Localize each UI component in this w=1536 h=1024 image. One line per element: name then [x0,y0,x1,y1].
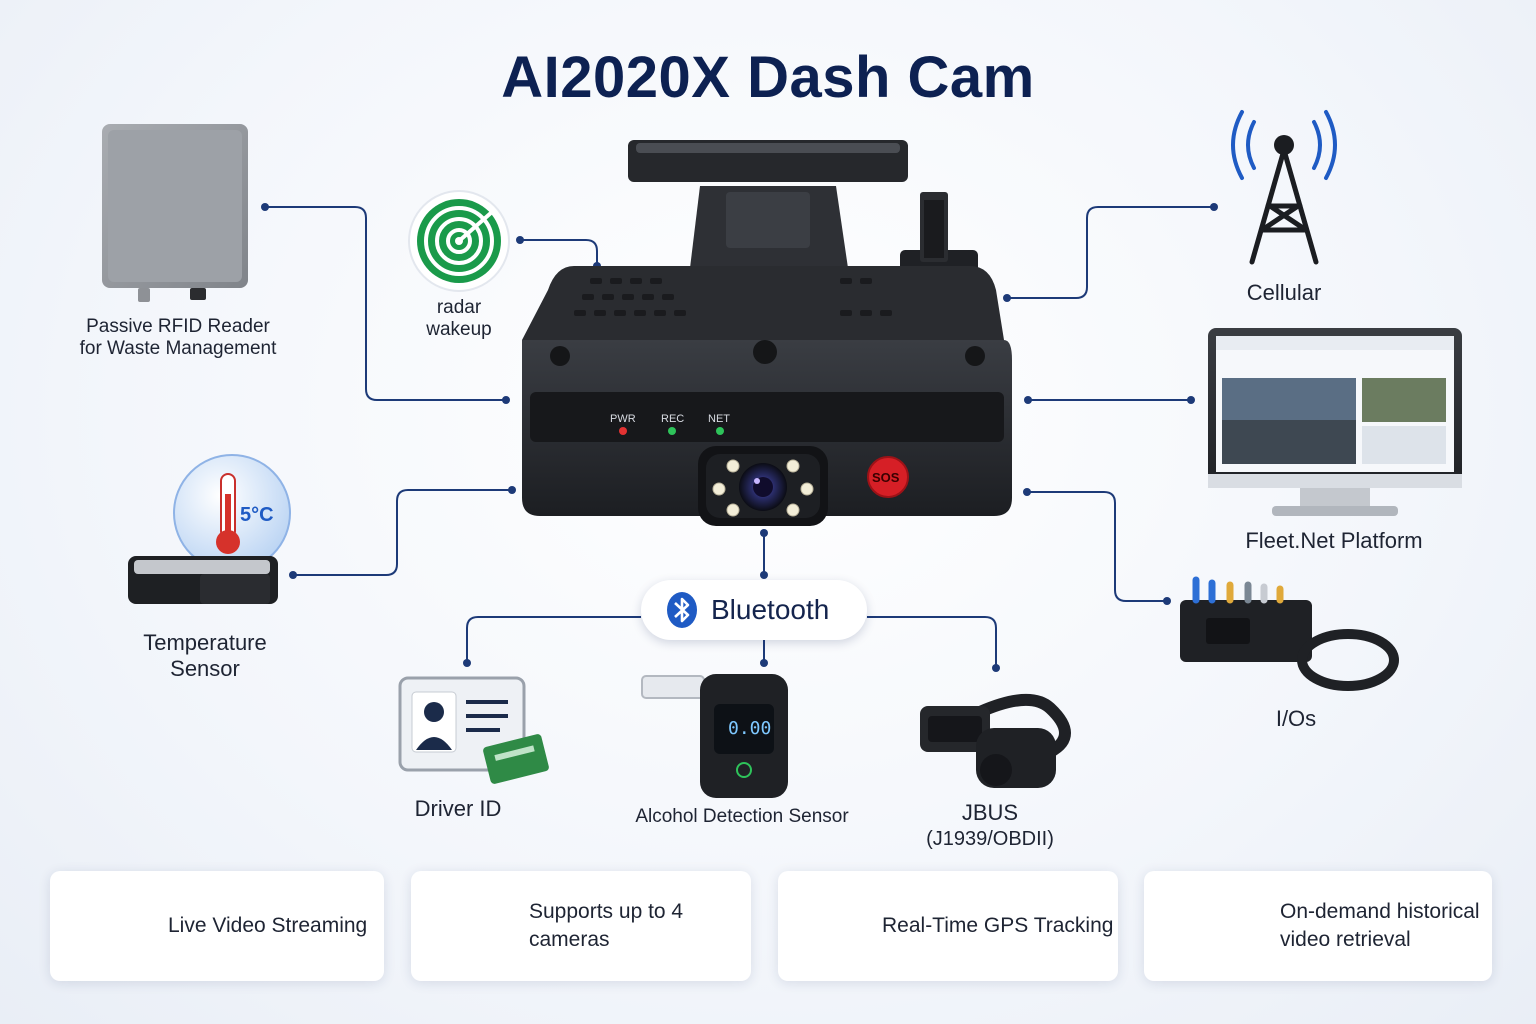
rfid-reader-icon [102,124,248,302]
jbus-label-line2: (J1939/OBDII) [926,828,1054,850]
radar-label-line2: wakeup [426,319,492,340]
rec-led [668,427,676,435]
bluetooth-hub: Bluetooth [641,580,867,640]
jbus-label: JBUS (J1939/OBDII) [900,800,1080,852]
connector-temperature [293,489,512,576]
feature-card-cameras: Supports up to 4 cameras [411,871,751,981]
connector-driver-id [466,616,641,663]
rfid-label-line1: Passive RFID Reader [86,316,270,337]
sos-button [867,456,909,498]
connector-cellular [1007,206,1214,299]
pwr-led-label: PWR [610,413,636,425]
screw-left [550,346,570,366]
cellular-tower-mast [1249,147,1319,265]
jbus-label-line1: JBUS [961,800,1019,825]
connector-ios [1027,491,1167,602]
connector-dots [261,203,1218,672]
video-camera-icon-slot [80,906,146,946]
ir-leds [712,459,814,517]
dome-camera-icon-slot [441,906,507,946]
feature-card-live-video: Live Video Streaming [50,871,384,981]
net-led-label: NET [708,413,730,425]
device-top [522,266,1004,340]
page-title: AI2020X Dash Cam [501,45,1035,110]
feature-card-video-retrieval: On-demand historical video retrieval [1144,871,1492,981]
radar-label-line1: radar [436,297,482,318]
feature-label-video-retrieval-line1: On-demand historical [1280,900,1480,923]
fleet-label: Fleet.Net Platform [1245,528,1423,553]
bluetooth-icon [667,592,697,628]
connector-radar [520,239,598,266]
temperature-sensor-icon [128,454,291,604]
feature-label-video-retrieval: On-demand historical video retrieval [1280,898,1480,954]
temperature-readout: 5°C [240,504,274,526]
rfid-label-line2: for Waste Management [79,338,277,359]
fleet-monitor-icon [1208,328,1462,516]
alcohol-label: Alcohol Detection Sensor [635,806,849,827]
radar-icon [408,190,510,292]
sos-button-label: SOS [872,470,900,485]
ios-label: I/Os [1275,706,1317,731]
connector-rfid [265,206,506,401]
cellular-label: Cellular [1246,280,1322,305]
temperature-label-line2: Sensor [170,656,240,681]
feature-label-cameras: Supports up to 4 cameras [529,900,684,951]
front-panel [530,392,1004,442]
driver-id-icon [398,676,549,784]
connector-jbus [867,616,997,668]
rfid-label: Passive RFID Reader for Waste Management [48,316,308,360]
feature-label-video-retrieval-line2: video retrieval [1280,928,1411,951]
screw-right [965,346,985,366]
connector-lines [265,206,1214,668]
pwr-led [619,427,627,435]
temperature-label-line1: Temperature [143,630,267,655]
jbus-cable-icon [920,693,1071,788]
screw-center [753,340,777,364]
temperature-label: Temperature Sensor [105,630,305,682]
radar-label: radar wakeup [389,297,529,341]
driver-id-label: Driver ID [414,796,502,821]
feature-card-gps: Real-Time GPS Tracking [778,871,1118,981]
dash-cam-device [522,140,1012,526]
cellular-tower-icon [1231,110,1337,180]
feature-label-gps: Real-Time GPS Tracking [882,914,1114,937]
alcohol-readout: 0.00 [728,718,772,739]
feature-label-live-video: Live Video Streaming [168,914,368,937]
vent-grille [574,278,892,316]
location-pin-icon-slot [808,906,860,946]
io-connector-icon [1180,576,1399,691]
cloud-play-icon-slot [1174,906,1258,946]
alcohol-detector-icon [641,674,788,798]
bluetooth-label: Bluetooth [711,594,830,625]
rec-led-label: REC [661,413,685,425]
net-led [716,427,724,435]
